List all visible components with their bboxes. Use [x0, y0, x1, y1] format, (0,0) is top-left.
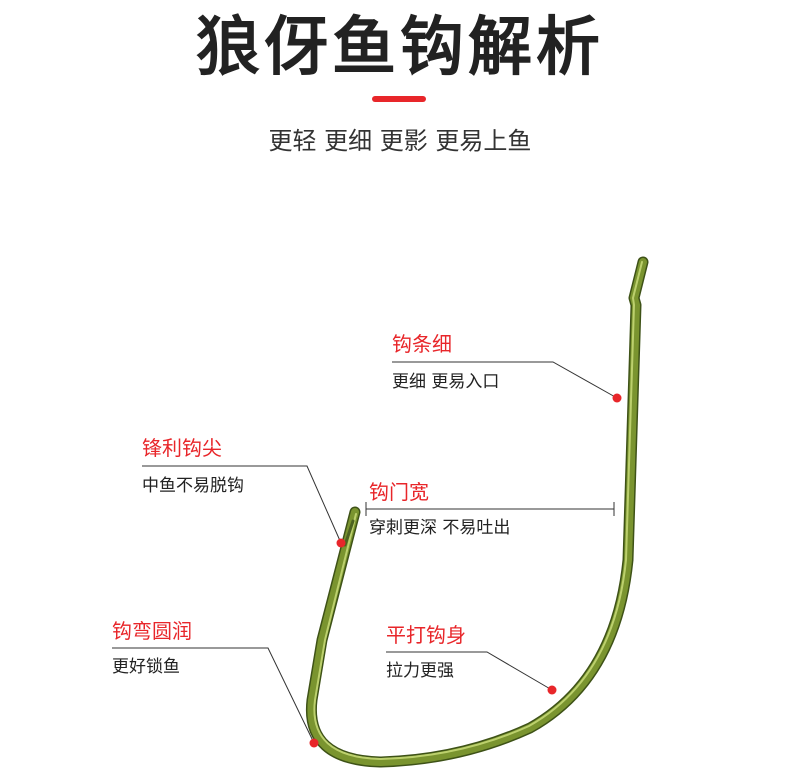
callout-desc-flat-body: 拉力更强 — [386, 661, 454, 681]
callout-title-sharp-point: 锋利钩尖 — [142, 436, 222, 460]
fish-hook-outline — [305, 256, 649, 768]
marker-dot-sharp-point — [336, 538, 346, 548]
page-title: 狼伢鱼钩解析 — [196, 11, 604, 85]
marker-dot-round-bend — [309, 738, 319, 748]
fish-hook-body — [307, 258, 647, 766]
marker-dot-flat-body — [547, 685, 557, 695]
callout-line-round-bend — [112, 647, 315, 744]
page-subtitle: 更轻 更细 更影 更易上鱼 — [268, 127, 532, 155]
callout-title-flat-body: 平打钩身 — [386, 623, 466, 647]
callout-desc-wide-gap: 穿刺更深 不易吐出 — [369, 518, 511, 538]
callout-desc-sharp-point: 中鱼不易脱钩 — [142, 476, 244, 496]
callout-desc-round-bend: 更好锁鱼 — [112, 657, 180, 677]
fish-hook-highlight — [313, 261, 643, 760]
callout-title-wide-gap: 钩门宽 — [369, 480, 429, 504]
callout-desc-thin-shank: 更细 更易入口 — [392, 372, 500, 392]
callout-line-sharp-point — [142, 465, 342, 544]
callout-title-thin-shank: 钩条细 — [392, 332, 452, 356]
title-accent-bar — [372, 96, 426, 102]
callout-line-flat-body — [386, 651, 553, 691]
callout-title-round-bend: 钩弯圆润 — [112, 619, 192, 643]
marker-dot-thin-shank — [612, 393, 622, 403]
callout-line-thin-shank — [392, 361, 618, 399]
fish-hook-barb — [343, 519, 355, 547]
